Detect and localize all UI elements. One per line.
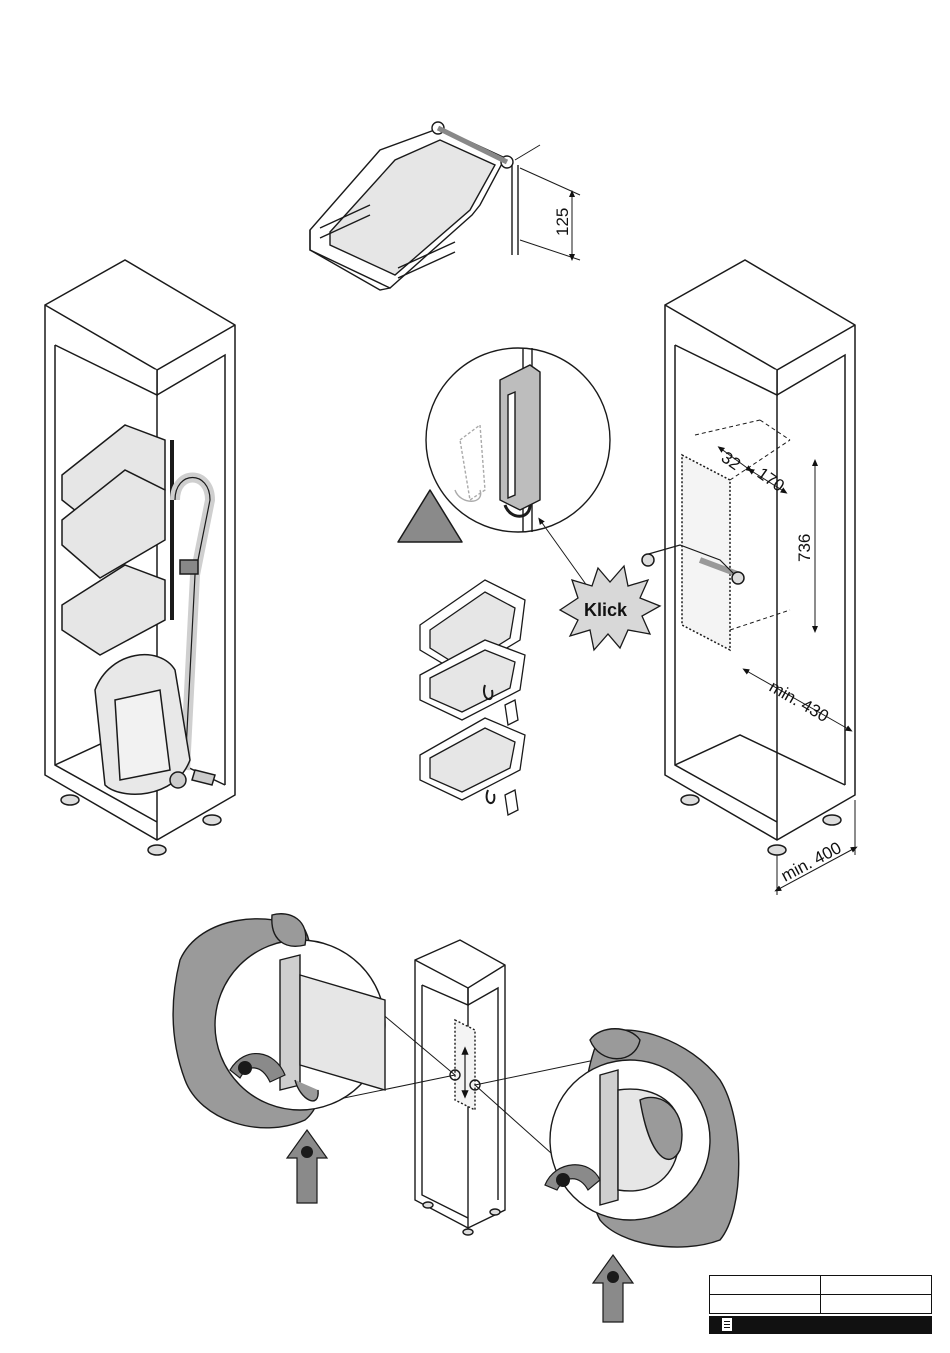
document-icon [722,1318,732,1331]
table-cell [821,1295,932,1314]
table-cell [821,1276,932,1295]
table-row [710,1295,932,1314]
min-width-label: min. 400 [778,838,844,885]
left-cabinet [45,260,235,855]
document-bar [709,1316,932,1334]
hook-detail-zoom [426,348,610,590]
shelf-detail [310,122,580,290]
info-table [709,1275,932,1314]
right-cabinet [642,260,855,895]
klick-label: Klick [584,600,628,620]
table-row [710,1276,932,1295]
rail-length-label: 736 [795,534,814,562]
up-arrow-icon [593,1255,633,1322]
right-hand-detail [550,1029,739,1247]
up-arrow-icon [287,1130,327,1203]
table-cell [710,1295,821,1314]
table-cell [710,1276,821,1295]
shelf-set [420,580,525,815]
shelf-height-label: 125 [553,208,572,236]
